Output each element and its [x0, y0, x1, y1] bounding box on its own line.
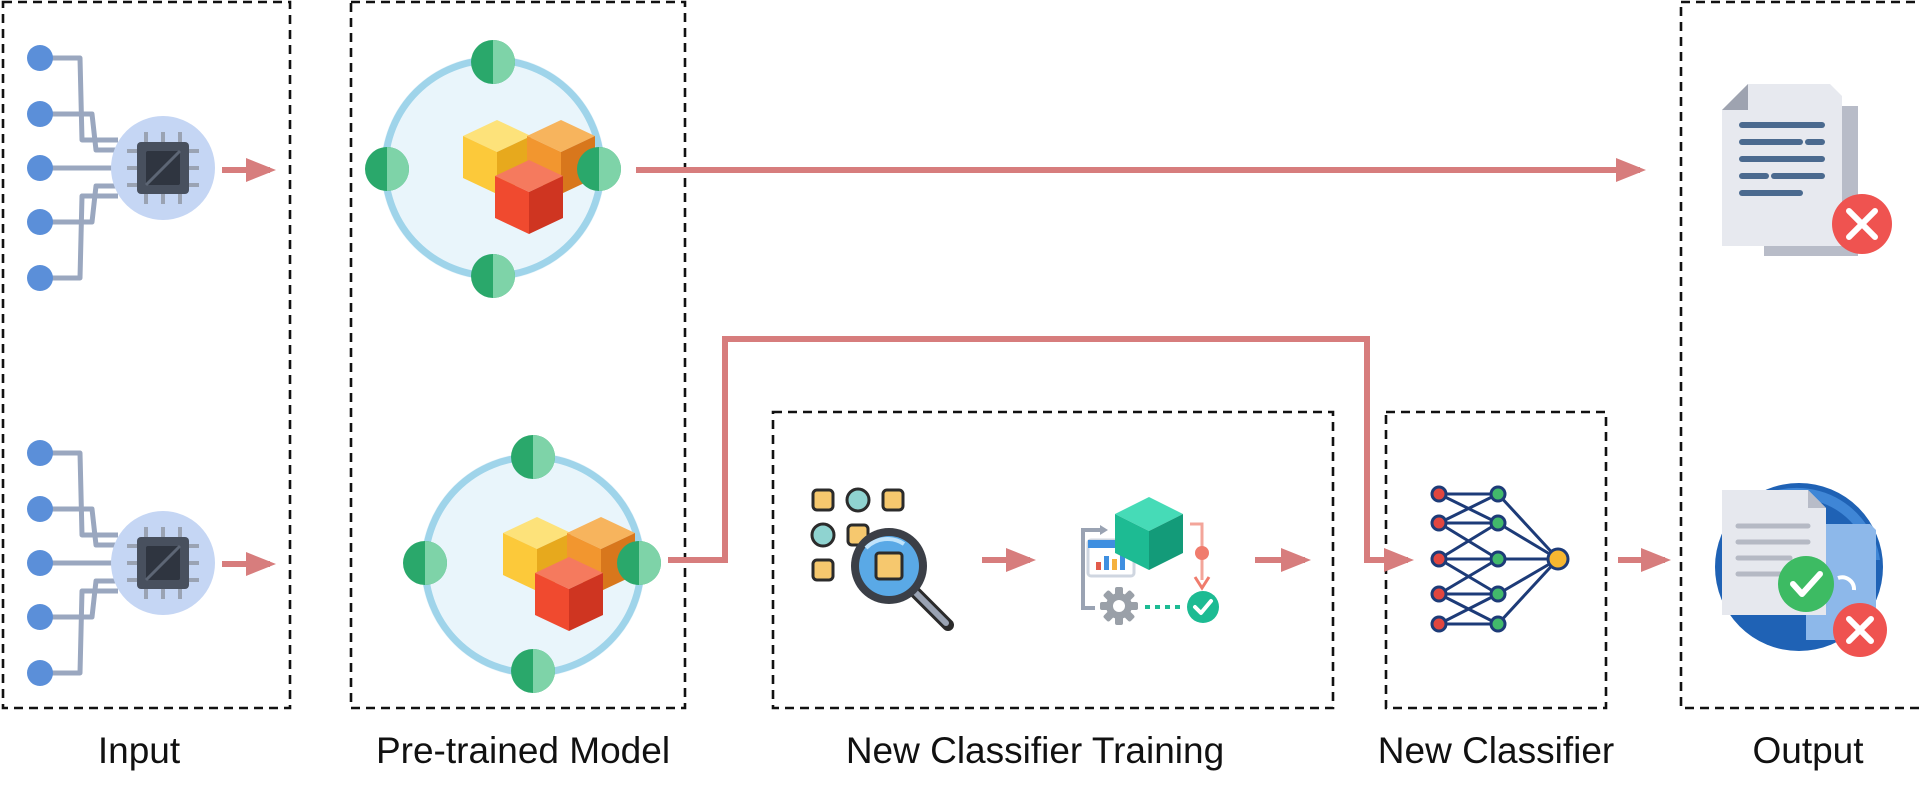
input-label: Input — [97, 730, 181, 771]
arrow-model-bottom-to-new-classifier — [668, 336, 1414, 572]
training-pipeline-icon — [1081, 497, 1219, 625]
output-label: Output — [1752, 730, 1864, 771]
chip-with-input-lines-icon — [27, 440, 215, 686]
feature-search-magnifier-icon — [810, 487, 954, 631]
chip-with-input-lines-icon — [27, 45, 215, 291]
new-classifier-label: New Classifier — [1377, 730, 1615, 771]
document-rejected-icon — [1722, 84, 1892, 256]
pretrained-model-label: Pre-trained Model — [375, 730, 671, 771]
classifier-training-box — [771, 410, 1335, 710]
neural-network-icon — [1430, 485, 1570, 633]
classifier-training-label: New Classifier Training — [845, 730, 1225, 771]
new-classifier-box — [1384, 410, 1608, 710]
cube-model-ring-icon — [403, 435, 661, 693]
cube-model-ring-icon — [365, 40, 621, 298]
pretrained-model-box — [349, 0, 687, 710]
input-box — [1, 0, 292, 710]
output-box — [1679, 0, 1920, 710]
documents-accepted-rejected-icon — [1715, 483, 1887, 657]
